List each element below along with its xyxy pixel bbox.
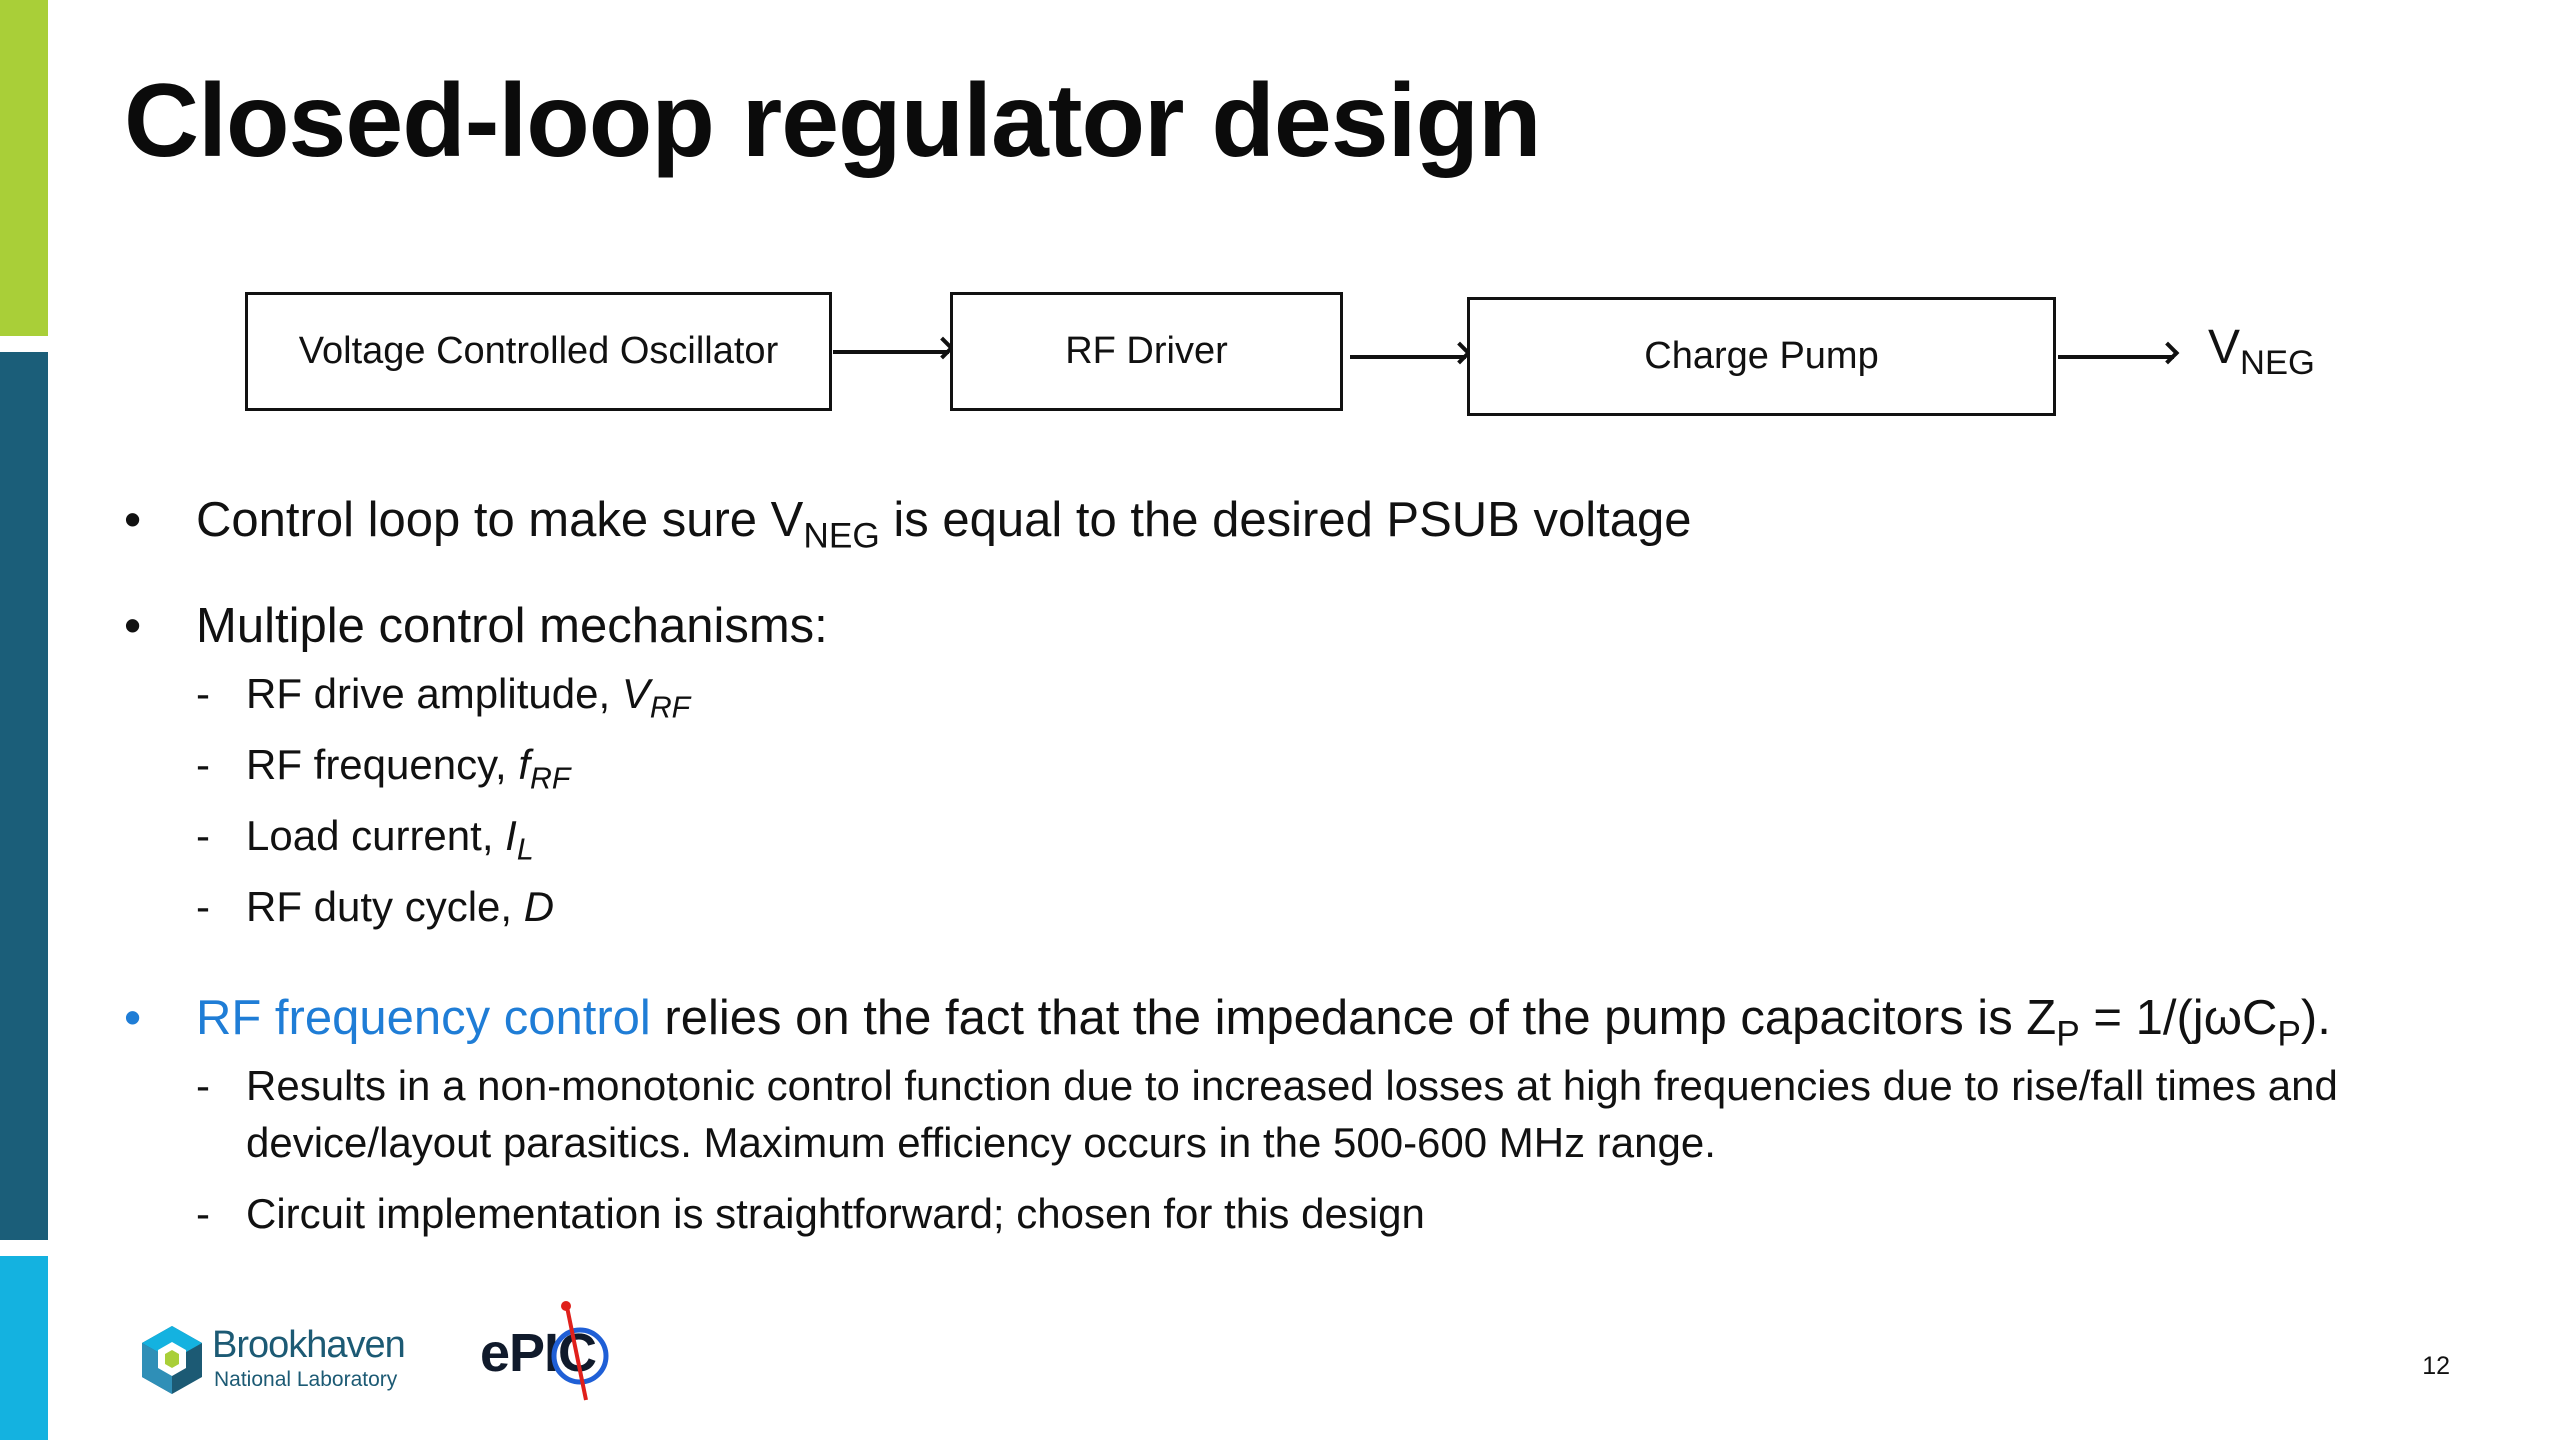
output-label-vneg: VNEG	[2208, 321, 2315, 383]
epic-track-icon	[551, 1301, 609, 1401]
accent-bar-cyan	[0, 1256, 48, 1440]
charge-pump-block: Charge Pump	[1467, 297, 2056, 416]
bullet-dot: •	[124, 991, 142, 1045]
brookhaven-subtitle: National Laboratory	[214, 1368, 398, 1391]
page-number: 12	[2422, 1352, 2450, 1380]
bullet-dot: •	[124, 493, 142, 547]
arrow-pump-to-output	[2058, 355, 2174, 359]
epic-logo: ePIC	[470, 1296, 620, 1406]
brookhaven-hex-icon	[142, 1326, 202, 1394]
brookhaven-name: Brookhaven	[212, 1324, 406, 1366]
highlight-text: RF frequency control	[196, 991, 651, 1045]
arrow-driver-to-pump	[1350, 355, 1466, 359]
accent-bar-teal	[0, 352, 48, 1240]
bullet-text: Control loop to make sure VNEG is equal …	[196, 493, 1692, 556]
block-diagram: Voltage Controlled Oscillator RF Driver …	[0, 0, 2560, 440]
bullet-text: Multiple control mechanisms:	[196, 599, 828, 653]
arrow-vco-to-driver	[833, 350, 949, 354]
slide-title: Closed-loop regulator design	[124, 63, 1542, 179]
brookhaven-logo: Brookhaven National Laboratory	[136, 1322, 446, 1402]
vco-block: Voltage Controlled Oscillator	[245, 292, 832, 411]
rf-driver-block: RF Driver	[950, 292, 1343, 411]
accent-bar-green	[0, 0, 48, 336]
bullet-dot: •	[124, 599, 142, 653]
